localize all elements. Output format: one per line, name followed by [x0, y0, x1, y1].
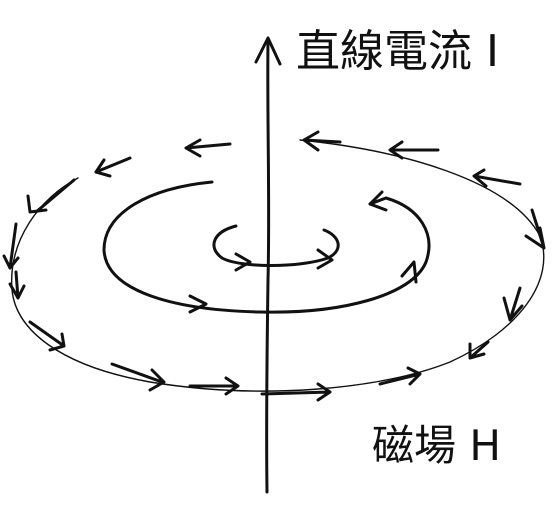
outer-arrow-right-3: [468, 340, 490, 360]
middle-field-loop: [102, 180, 431, 314]
outer-arrow-top-5: [388, 140, 440, 160]
inner-loop-arrow-2: [316, 248, 334, 270]
outer-arrow-bottom-2: [110, 362, 166, 392]
outer-arrow-top-1: [184, 138, 232, 158]
outer-arrow-bottom-1: [28, 320, 66, 352]
outer-arrow-top-3: [26, 178, 76, 214]
outer-arrow-bottom-3: [188, 376, 240, 396]
outer-arrow-right-1: [524, 208, 546, 250]
middle-loop-arrow-2: [400, 260, 418, 284]
field-label: 磁場 H: [372, 421, 501, 470]
outer-arrow-bottom-4: [260, 382, 332, 402]
outer-arrow-bottom-5: [378, 366, 422, 386]
outer-field-loop: [2, 130, 546, 402]
inner-loop-arrow-1: [234, 252, 252, 272]
outer-arrow-left-1: [2, 222, 20, 270]
outer-arrow-top-4: [302, 130, 342, 152]
current-label: 直線電流 I: [296, 26, 499, 77]
current-wire-line: [265, 38, 271, 494]
middle-loop-arrow-3: [368, 190, 388, 212]
inner-field-loop: [212, 224, 340, 272]
middle-loop-arrow-1: [188, 294, 208, 314]
outer-arrow-top-2: [94, 156, 132, 178]
middle-loop-path: [102, 180, 431, 314]
outer-arrow-top-6: [472, 168, 522, 188]
current-wire: [254, 36, 282, 494]
outer-arrow-left-2: [8, 270, 26, 300]
inner-loop-path: [212, 224, 340, 267]
current-arrow-head: [254, 36, 282, 66]
outer-arrow-right-2: [502, 286, 524, 322]
